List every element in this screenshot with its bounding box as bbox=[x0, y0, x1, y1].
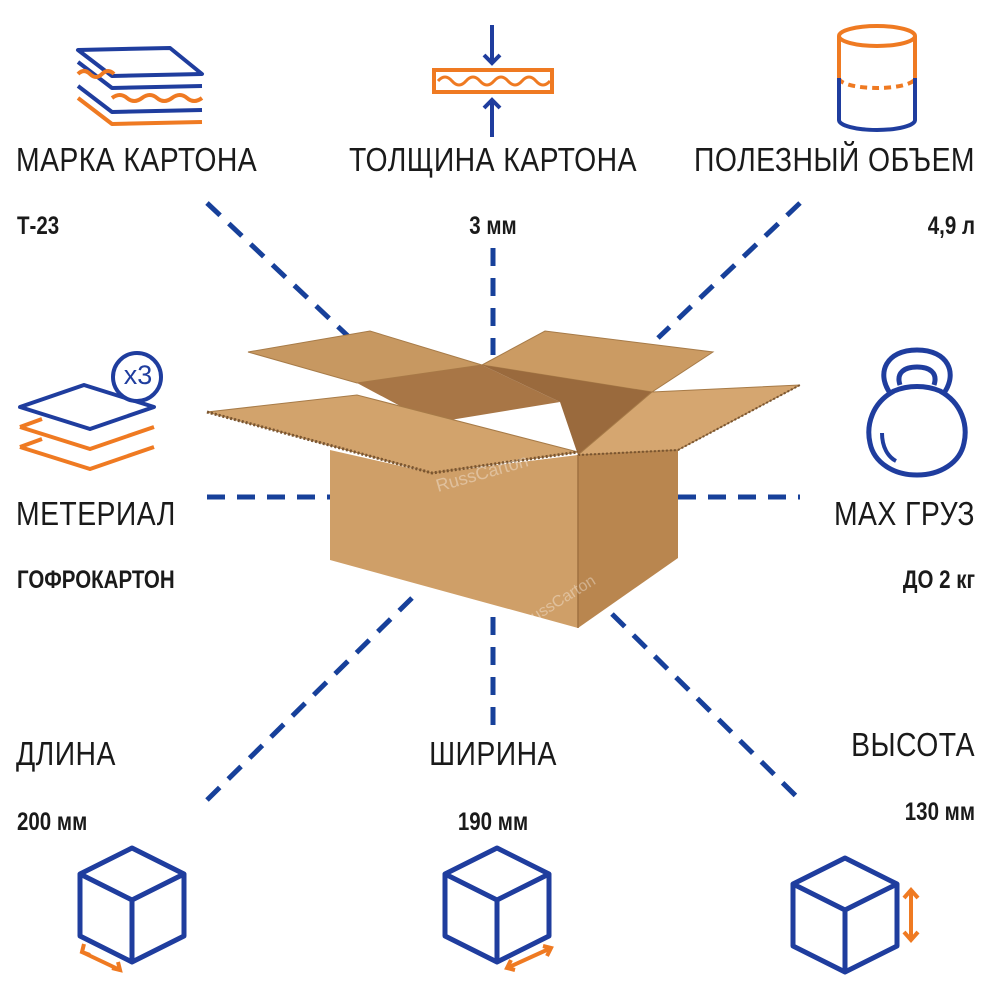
length-label: ДЛИНА bbox=[16, 735, 116, 772]
material-value: ГОФРОКАРТОН bbox=[17, 566, 175, 594]
width-value: 190 мм bbox=[457, 808, 529, 836]
connector-volume bbox=[656, 201, 802, 340]
volume-label: ПОЛЕЗНЫЙ ОБЪЕМ bbox=[694, 141, 975, 178]
three-layer-sheets-icon bbox=[18, 351, 163, 471]
connector-height bbox=[610, 612, 802, 802]
brand-label: МАРКА КАРТОНА bbox=[16, 141, 258, 178]
kettlebell-icon bbox=[866, 347, 968, 478]
max-load-label: MAX ГРУЗ bbox=[833, 495, 975, 532]
cube-height-icon bbox=[790, 855, 920, 975]
height-value: 130 мм bbox=[904, 798, 975, 826]
connector-brand bbox=[205, 201, 352, 340]
thickness-label: ТОЛЩИНА КАРТОНА bbox=[349, 141, 637, 178]
box-inside-right bbox=[482, 365, 652, 455]
cylinder-volume-icon bbox=[837, 24, 917, 132]
cube-length-icon bbox=[77, 845, 187, 973]
box-flap-edge bbox=[206, 410, 579, 475]
width-label: ШИРИНА bbox=[429, 735, 557, 772]
box-front-face bbox=[330, 450, 578, 628]
thickness-value: 3 мм bbox=[469, 212, 517, 240]
cube-width-icon bbox=[442, 845, 554, 972]
brand-value: Т-23 bbox=[17, 212, 60, 240]
length-value: 200 мм bbox=[17, 808, 88, 836]
height-label: ВЫСОТА bbox=[851, 726, 975, 763]
box-flap-front-right bbox=[576, 384, 801, 456]
box-side-face bbox=[578, 450, 678, 628]
material-badge: x3 bbox=[123, 360, 153, 390]
corrugated-layers-icon bbox=[76, 46, 204, 126]
thickness-arrows-icon bbox=[432, 25, 554, 137]
connector-length bbox=[205, 596, 414, 802]
volume-value: 4,9 л bbox=[927, 212, 975, 240]
max-load-value: ДО 2 кг bbox=[902, 566, 975, 594]
material-label: МЕТЕРИАЛ bbox=[16, 495, 176, 532]
badge-circle bbox=[111, 351, 163, 403]
